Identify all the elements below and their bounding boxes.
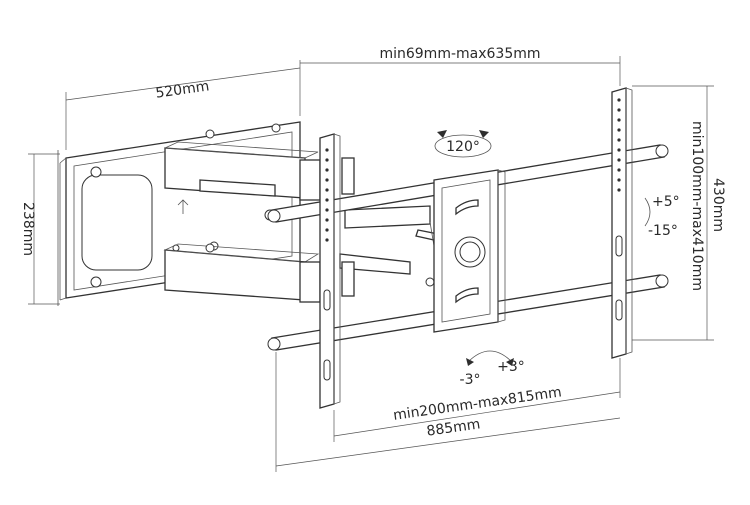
plate-height-label: 430mm [710,178,726,232]
tilt-indicator [644,197,651,227]
rotate-right-label: +3° [497,359,525,375]
rotate-left-label: -3° [460,372,481,388]
total-width-label: 885mm [426,416,482,439]
vesa-vertical-label: min100mm-max410mm [689,121,705,291]
rotation-indicator [466,350,514,366]
center-tilt-plate [433,169,506,333]
swivel-indicator [434,130,492,158]
swivel-label: 120° [446,139,480,155]
tilt-down-label: -15° [648,223,678,239]
height-bracket-label: 238mm [20,202,36,256]
tilt-up-label: +5° [652,194,680,210]
width-bracket-label: 520mm [155,78,211,101]
dimension-lines [28,56,714,472]
articulating-arms [163,141,440,303]
left-vertical-bracket [319,133,341,409]
right-vertical-bracket [611,87,633,359]
arm-extension-label: min69mm-max635mm [379,46,540,62]
